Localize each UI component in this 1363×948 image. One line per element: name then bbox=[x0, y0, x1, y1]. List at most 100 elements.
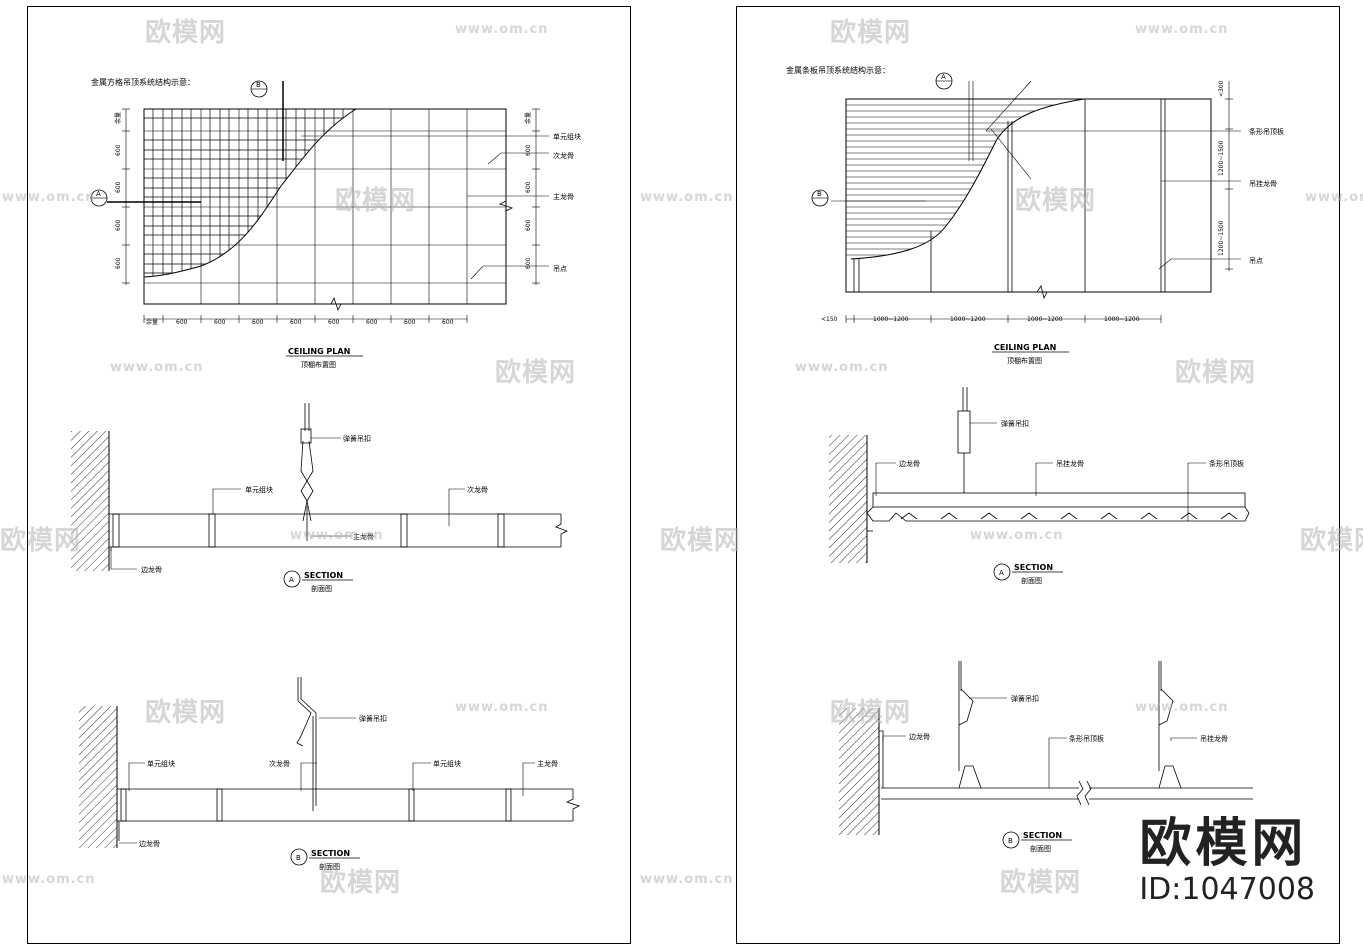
section-label: 条形吊顶板 bbox=[1069, 734, 1104, 743]
marker-letter: B bbox=[817, 190, 822, 198]
dim-label: 1000~1200 bbox=[1104, 316, 1140, 323]
left-plan-title-cn: 顶棚布置图 bbox=[301, 360, 336, 369]
section-label: 弹簧吊扣 bbox=[343, 434, 371, 443]
callout-label: 吊点 bbox=[553, 265, 567, 273]
right-plan-carriers bbox=[853, 99, 1166, 292]
wall-hatch bbox=[839, 708, 879, 835]
brand-id: ID:1047008 bbox=[1139, 872, 1315, 907]
brand-stamp: 欧模网 ID:1047008 bbox=[1139, 816, 1315, 908]
section-b-letter: B bbox=[296, 854, 301, 862]
left-plan-callouts: 单元组块 次龙骨 主龙骨 吊点 bbox=[553, 132, 581, 273]
right-plan-outline bbox=[845, 98, 1212, 293]
section-label: 单元组块 bbox=[433, 759, 461, 768]
section-a-letter: A bbox=[289, 576, 294, 584]
dim-label: 余量 bbox=[524, 112, 532, 124]
watermark-url: www.om.cn bbox=[640, 872, 734, 887]
section-b-title-en: SECTION bbox=[311, 849, 350, 858]
dim-label: 1200~1500 bbox=[1218, 220, 1225, 256]
left-drawing: 金属方格吊顶系统结构示意： 余量 600 600 600 600 bbox=[71, 77, 581, 871]
section-a-title-cn: 剖面图 bbox=[311, 584, 332, 593]
dim-label: 600 bbox=[115, 181, 122, 193]
right-drawing: 金属条板吊顶系统结构示意： A B bbox=[786, 65, 1284, 853]
dim-label: 1000~1200 bbox=[873, 316, 909, 323]
section-a-bubble bbox=[993, 563, 1011, 581]
watermark-text: 欧模网 bbox=[660, 526, 742, 556]
wall-hatch bbox=[71, 431, 109, 571]
section-marker-b: B bbox=[250, 80, 284, 161]
callout-label: 条形吊顶板 bbox=[1249, 127, 1284, 136]
section-label: 条形吊顶板 bbox=[1209, 459, 1244, 468]
section-label: 边龙骨 bbox=[141, 565, 162, 574]
brand-name: 欧模网 bbox=[1139, 814, 1308, 874]
section-marker-a: A bbox=[90, 189, 201, 207]
dim-label: 600 bbox=[328, 319, 340, 326]
left-section-a-body bbox=[109, 403, 569, 551]
section-label: 吊挂龙骨 bbox=[1200, 734, 1228, 743]
left-plan-title-en: CEILING PLAN bbox=[288, 347, 350, 356]
right-section-b-labels: 弹簧吊扣 边龙骨 条形吊顶板 吊挂龙骨 bbox=[909, 694, 1228, 743]
dim-label: <300 bbox=[1218, 80, 1225, 97]
right-plan-bottom-dims: <150 1000~1200 1000~1200 1000~1200 1000~… bbox=[821, 316, 1140, 323]
section-label: 边龙骨 bbox=[139, 839, 160, 848]
dim-label: 600 bbox=[214, 319, 226, 326]
section-b-bubble bbox=[1002, 831, 1020, 849]
marker-letter: B bbox=[256, 81, 261, 89]
section-marker-b: B bbox=[811, 189, 829, 207]
right-plan-right-ticks bbox=[1225, 98, 1233, 270]
left-note: 金属方格吊顶系统结构示意： bbox=[91, 77, 195, 87]
dim-label: 600 bbox=[115, 219, 122, 231]
section-marker-a: A bbox=[935, 72, 953, 90]
wall-hatch bbox=[829, 435, 867, 563]
section-label: 边龙骨 bbox=[899, 459, 920, 468]
right-section-a-body bbox=[866, 387, 1250, 532]
dim-label: 600 bbox=[366, 319, 378, 326]
section-label: 单元组块 bbox=[245, 485, 273, 494]
section-label: 弹簧吊扣 bbox=[1001, 419, 1029, 428]
left-section-a-leaders bbox=[110, 437, 465, 570]
section-a-bubble bbox=[283, 570, 301, 588]
dim-label: <150 bbox=[821, 316, 838, 323]
watermark-url: www.om.cn bbox=[640, 190, 734, 205]
right-section-a-labels: 弹簧吊扣 边龙骨 吊挂龙骨 条形吊顶板 bbox=[899, 419, 1244, 468]
left-section-a-labels: 弹簧吊扣 单元组块 次龙骨 主龙骨 边龙骨 bbox=[141, 434, 488, 574]
section-b-letter: B bbox=[1008, 837, 1013, 845]
section-label: 主龙骨 bbox=[353, 532, 374, 541]
callout-label: 吊挂龙骨 bbox=[1249, 179, 1277, 188]
right-plan-callouts: 条形吊顶板 吊挂龙骨 吊点 bbox=[1249, 127, 1284, 265]
right-section-a-leaders bbox=[875, 422, 1206, 521]
right-plan-title-en: CEILING PLAN bbox=[994, 343, 1056, 352]
dim-label: 600 bbox=[442, 319, 454, 326]
dim-label: 1000~1200 bbox=[1027, 316, 1063, 323]
dim-label: 余量 bbox=[114, 112, 122, 124]
callout-label: 次龙骨 bbox=[553, 151, 574, 160]
section-label: 边龙骨 bbox=[909, 732, 930, 741]
left-plan-large-grid bbox=[144, 109, 506, 304]
dim-label: 余量 bbox=[146, 318, 158, 326]
left-plan-break-right bbox=[498, 196, 514, 216]
section-b-title-en: SECTION bbox=[1023, 831, 1062, 840]
section-a-title-cn: 剖面图 bbox=[1021, 576, 1042, 585]
left-plan-fine-grid bbox=[144, 109, 356, 277]
left-plan-break bbox=[321, 296, 351, 312]
dim-label: 1000~1200 bbox=[950, 316, 986, 323]
section-label: 次龙骨 bbox=[467, 485, 488, 494]
section-label: 次龙骨 bbox=[269, 759, 290, 768]
marker-letter: A bbox=[96, 190, 101, 198]
section-a-letter: A bbox=[999, 569, 1004, 577]
left-section-b-body bbox=[117, 677, 581, 841]
dim-label: 600 bbox=[176, 319, 188, 326]
section-label: 主龙骨 bbox=[537, 759, 558, 768]
section-label: 单元组块 bbox=[147, 759, 175, 768]
dim-label: 600 bbox=[115, 257, 122, 269]
left-section-b-leaders bbox=[119, 717, 535, 844]
right-note: 金属条板吊顶系统结构示意： bbox=[786, 65, 890, 75]
callout-label: 主龙骨 bbox=[553, 192, 574, 201]
left-plan-left-dims: 余量 600 600 600 600 bbox=[114, 112, 122, 269]
right-plan-hanger-lines bbox=[831, 80, 1032, 202]
section-b-bubble bbox=[290, 848, 308, 866]
section-a-title-en: SECTION bbox=[304, 571, 343, 580]
section-label: 弹簧吊扣 bbox=[359, 714, 387, 723]
dim-label: 600 bbox=[525, 257, 532, 269]
marker-letter: A bbox=[941, 73, 946, 81]
section-b-title-cn: 剖面图 bbox=[319, 862, 340, 871]
